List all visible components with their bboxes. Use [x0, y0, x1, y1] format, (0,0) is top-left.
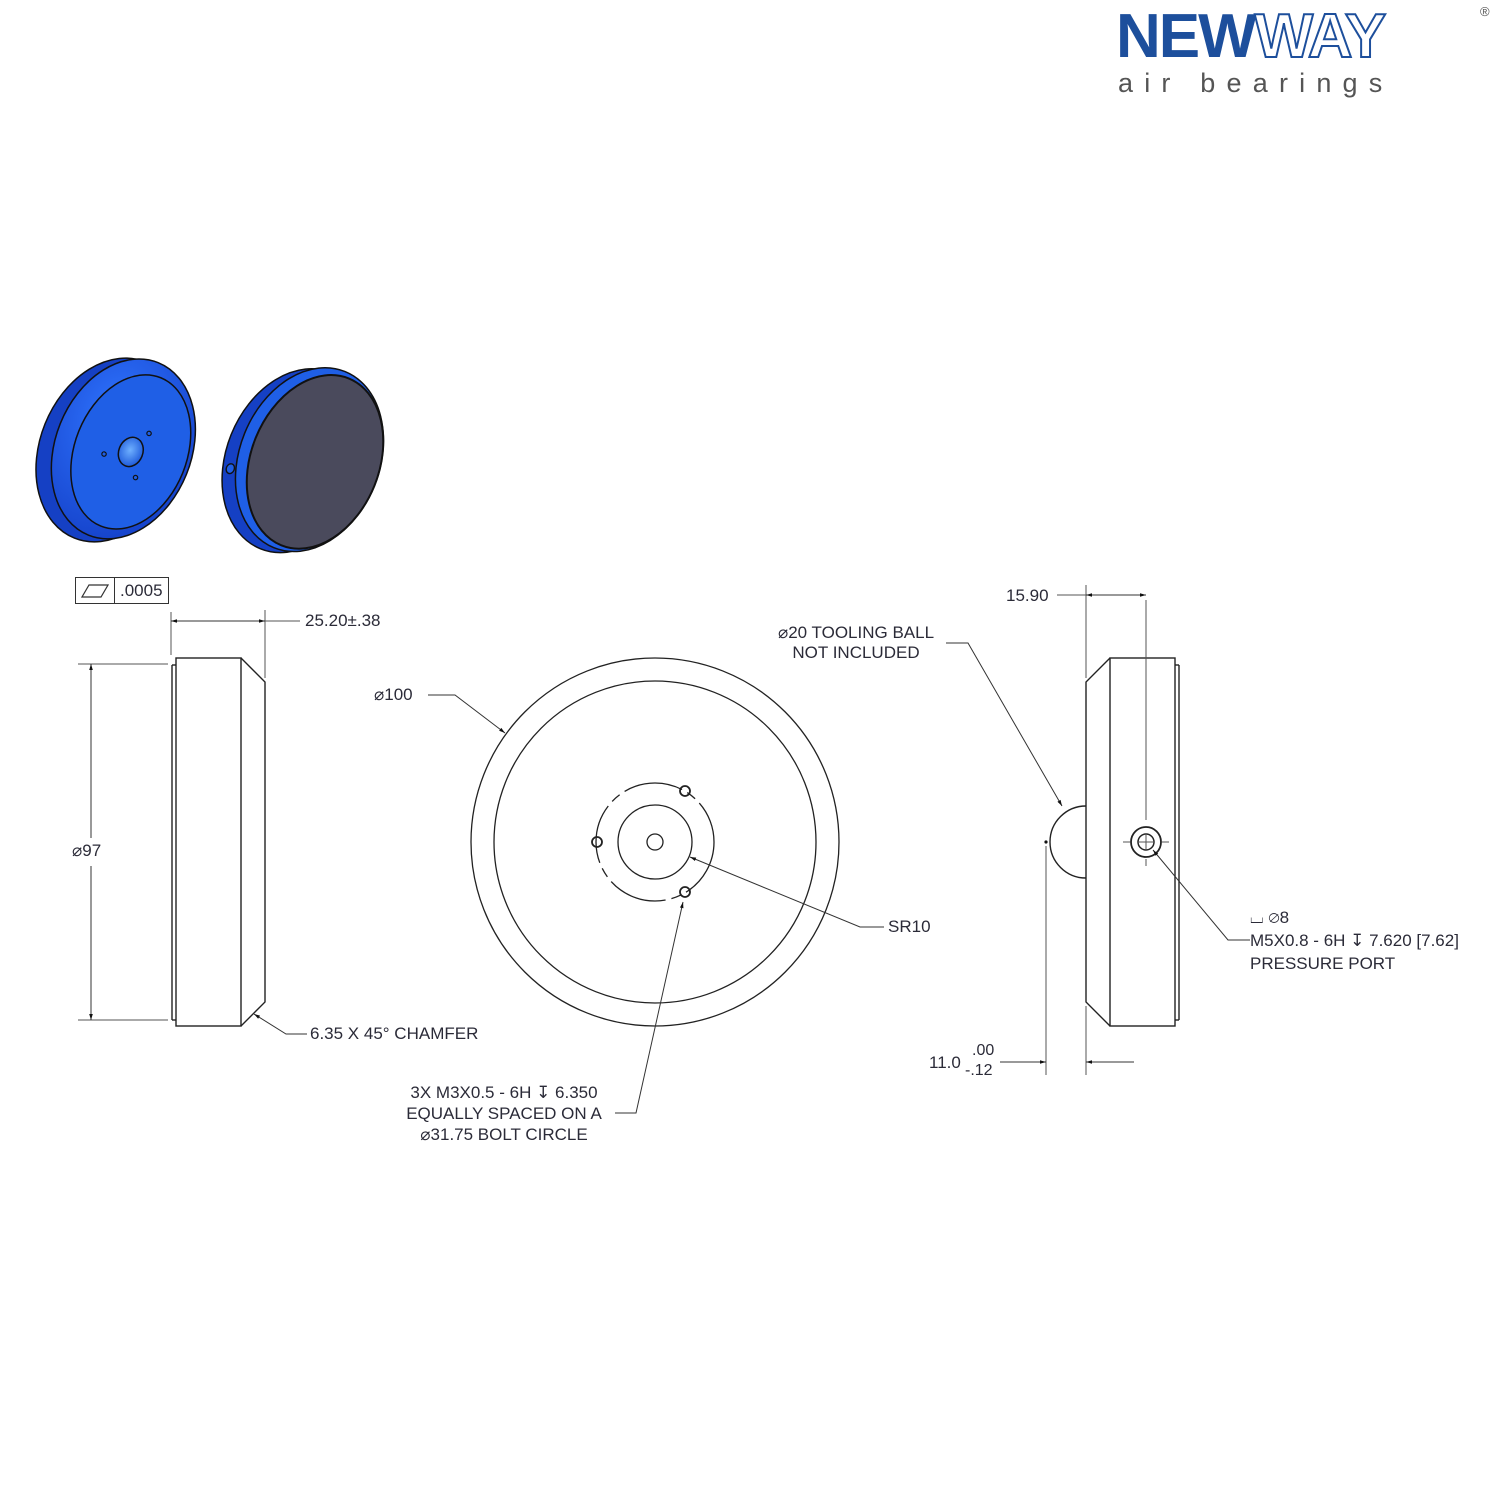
- pressure-port-note: ⌴ ⌀8 M5X0.8 - 6H ↧ 7.620 [7.62] PRESSURE…: [1250, 906, 1459, 975]
- height-lower-tolerance: -.12: [965, 1062, 993, 1079]
- logo-way: WAY: [1254, 2, 1388, 71]
- port-thread-alt: [7.62]: [1416, 931, 1459, 950]
- flatness-tolerance: .0005: [120, 581, 163, 600]
- side-view-left: [78, 610, 307, 1035]
- chamfer-note: 6.35 X 45° CHAMFER: [310, 1024, 479, 1043]
- logo-tagline: air bearings: [1118, 68, 1394, 98]
- port-counterbore-line: ⌴ ⌀8: [1250, 908, 1290, 927]
- bolt-hole-line3: ⌀31.75 BOLT CIRCLE: [420, 1125, 588, 1144]
- thickness-dimension: 25.20±.38: [305, 611, 381, 630]
- port-thread-line: M5X0.8 - 6H ↧ 7.620 [7.62]: [1250, 929, 1459, 952]
- height-11-0-dimension: 11.0: [929, 1053, 961, 1072]
- newway-logo: NEWWAY ® air bearings: [1116, 4, 1496, 100]
- registered-mark: ®: [1480, 4, 1490, 19]
- diameter-97-dimension: ⌀97: [72, 841, 102, 861]
- flatness-icon: [76, 578, 115, 603]
- tooling-ball-line1: ⌀20 TOOLING BALL: [777, 623, 935, 642]
- bolt-hole-line1: 3X M3X0.5 - 6H ↧ 6.350: [410, 1083, 598, 1102]
- port-label-line: PRESSURE PORT: [1250, 954, 1396, 973]
- sr10-label: SR10: [888, 917, 931, 936]
- isometric-view-bearing-face: [221, 366, 385, 554]
- tooling-ball-note: ⌀20 TOOLING BALL NOT INCLUDED: [766, 623, 946, 663]
- height-upper-tolerance: .00: [972, 1042, 995, 1059]
- logo-wordmark: NEWWAY: [1116, 5, 1387, 69]
- flatness-feature-control-frame: .0005: [75, 577, 169, 604]
- diameter-100-dimension: ⌀100: [374, 685, 413, 704]
- port-thread-spec: M5X0.8 - 6H ↧ 7.620: [1250, 931, 1412, 950]
- front-view: [428, 657, 884, 1114]
- bolt-hole-note: 3X M3X0.5 - 6H ↧ 6.350 EQUALLY SPACED ON…: [390, 1082, 618, 1145]
- isometric-view-front: [35, 357, 197, 543]
- logo-new: NEW: [1116, 2, 1257, 71]
- tooling-ball-line2: NOT INCLUDED: [792, 643, 920, 662]
- offset-15-90-dimension: 15.90: [1006, 586, 1049, 605]
- bolt-hole-line2: EQUALLY SPACED ON A: [406, 1104, 602, 1123]
- side-view-right: [946, 585, 1250, 1075]
